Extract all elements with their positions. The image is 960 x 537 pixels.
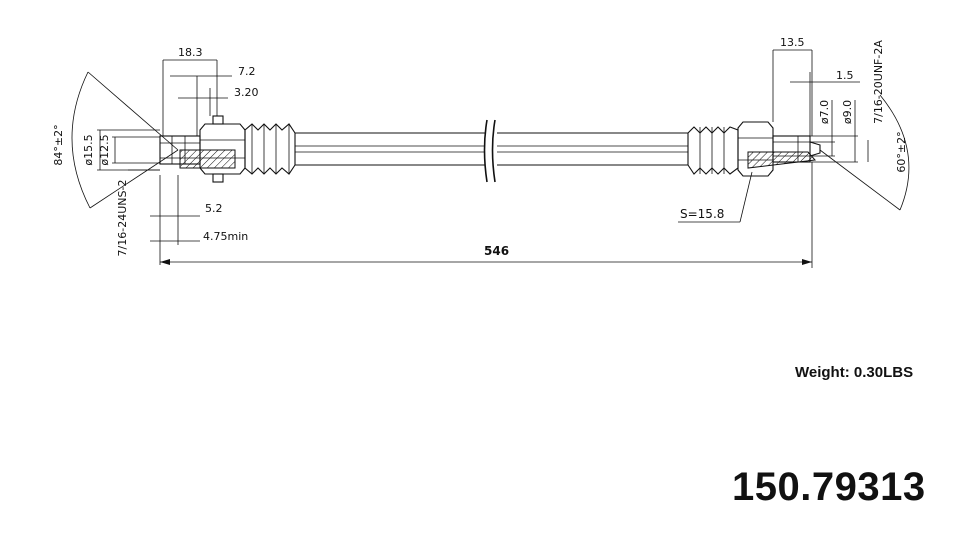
- dim-hex-size: S=15.8: [680, 207, 724, 221]
- dim-id-12-5: ø12.5: [98, 134, 111, 165]
- dim-5-2: 5.2: [205, 202, 223, 215]
- total-length-dimension: 546: [160, 162, 813, 268]
- dim-d-9-0: ø9.0: [841, 100, 854, 124]
- dim-thread-right: 7/16-20UNF-2A: [872, 40, 885, 124]
- dim-angle-60: 60°±2°: [895, 131, 908, 172]
- dim-1-5: 1.5: [836, 69, 854, 82]
- dim-13-5: 13.5: [780, 36, 805, 49]
- right-dimensions: 13.5 1.5 7/16-20UNF-2A ø7.0 ø9.0 60°±2° …: [678, 36, 910, 223]
- left-dimensions: 18.3 7.2 3.20 84°±2° ø15.5 ø12.5 7/16-24…: [52, 46, 259, 265]
- hose-body: [295, 119, 688, 183]
- dim-angle-84: 84°±2°: [52, 124, 65, 165]
- dim-546: 546: [484, 244, 509, 258]
- dim-od-15-5: ø15.5: [82, 134, 95, 165]
- dim-7-2: 7.2: [238, 65, 256, 78]
- dim-thread-left: 7/16-24UNS-2: [116, 180, 129, 257]
- dim-3-20: 3.20: [234, 86, 259, 99]
- left-fitting: [159, 115, 296, 183]
- part-number: 150.79313: [732, 465, 926, 509]
- dim-4-75min: 4.75min: [203, 230, 248, 243]
- break-symbol: [483, 119, 496, 183]
- dim-d-7-0: ø7.0: [818, 100, 831, 124]
- dim-18-3: 18.3: [178, 46, 203, 59]
- right-fitting: [687, 121, 821, 177]
- weight-label: Weight: 0.30LBS: [795, 364, 914, 381]
